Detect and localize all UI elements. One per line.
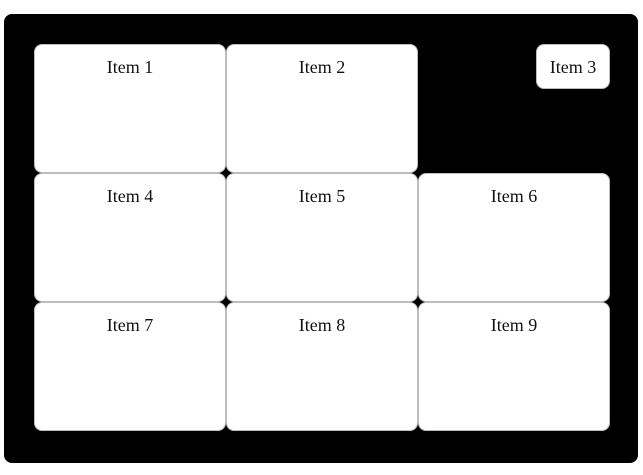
grid-item-label: Item 6 xyxy=(490,186,538,206)
grid-item-2: Item 2 xyxy=(226,44,418,173)
grid-item-6: Item 6 xyxy=(418,173,610,302)
grid-item-7: Item 7 xyxy=(34,302,226,431)
grid-item-label: Item 1 xyxy=(106,57,154,77)
grid-item-4: Item 4 xyxy=(34,173,226,302)
grid-item-label: Item 3 xyxy=(549,57,597,77)
grid-item-label: Item 7 xyxy=(106,315,154,335)
grid-item-8: Item 8 xyxy=(226,302,418,431)
grid-item-label: Item 9 xyxy=(490,315,538,335)
grid-item-label: Item 2 xyxy=(298,57,346,77)
grid-item-label: Item 5 xyxy=(298,186,346,206)
grid-item-label: Item 4 xyxy=(106,186,154,206)
grid-item-3: Item 3 xyxy=(536,44,610,89)
grid-item-5: Item 5 xyxy=(226,173,418,302)
grid-item-9: Item 9 xyxy=(418,302,610,431)
grid-item-1: Item 1 xyxy=(34,44,226,173)
grid-item-label: Item 8 xyxy=(298,315,346,335)
